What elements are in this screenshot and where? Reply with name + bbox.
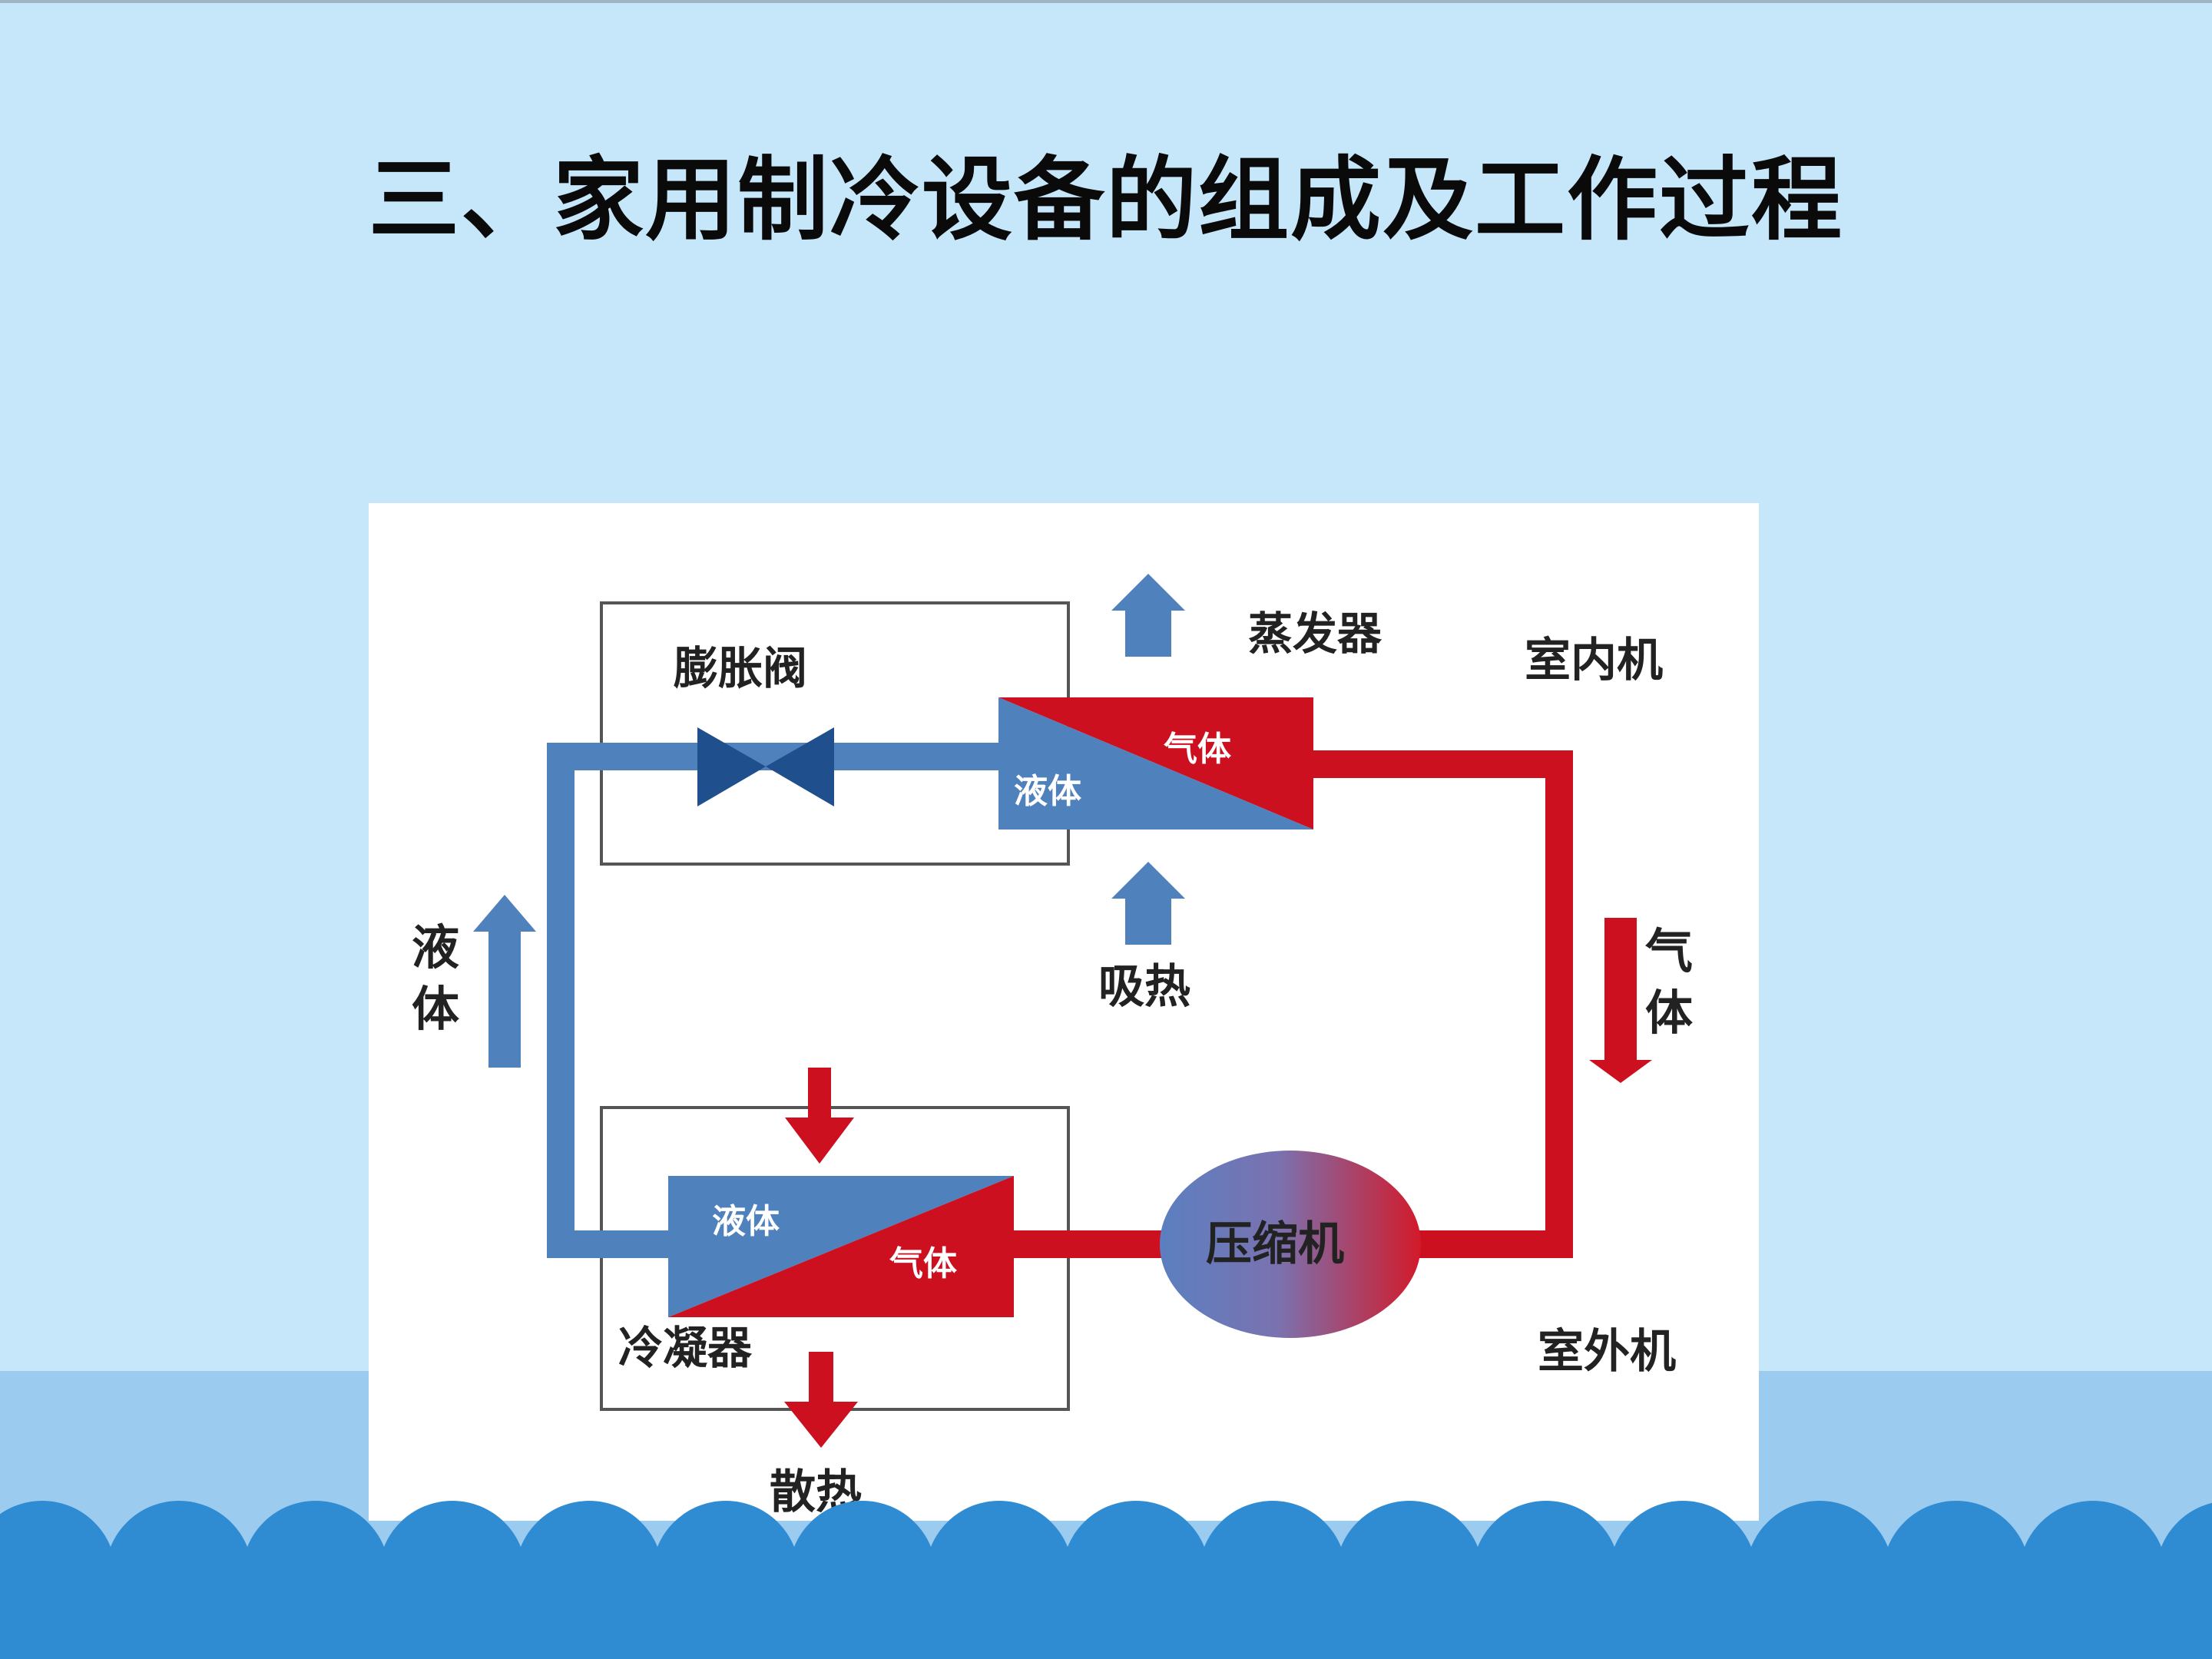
- expansion-valve-label: 膨胀阀: [674, 642, 807, 694]
- liquid-up-arrow-icon: [473, 895, 536, 1068]
- left-flow-char-2: 体: [412, 981, 459, 1037]
- condenser-label: 冷凝器: [618, 1322, 753, 1374]
- condenser-block: [668, 1176, 1014, 1317]
- gas-pipe: [1306, 750, 1573, 1258]
- evaporator-label: 蒸发器: [1248, 608, 1382, 660]
- condenser-in-arrow-icon: [785, 1068, 854, 1164]
- left-flow-char-1: 液: [412, 919, 459, 975]
- condenser-gas-label: 气体: [889, 1244, 957, 1283]
- absorb-heat-label: 吸热: [1098, 960, 1190, 1014]
- evaporator-out-arrow-icon: [1111, 574, 1185, 657]
- right-flow-char-1: 气: [1645, 923, 1693, 979]
- wave-base: [0, 1575, 2212, 1659]
- compressor-label: 压缩机: [1206, 1217, 1344, 1271]
- evaporator-block: [998, 697, 1313, 830]
- indoor-unit-label: 室内机: [1525, 634, 1663, 687]
- evaporator-liquid-label: 液体: [1014, 772, 1081, 811]
- decorative-waves: [0, 1501, 2212, 1659]
- absorb-heat-arrow-icon: [1111, 862, 1185, 945]
- release-heat-arrow-icon: [784, 1352, 858, 1448]
- right-flow-char-2: 体: [1645, 985, 1693, 1041]
- evaporator-gas-label: 气体: [1164, 730, 1231, 769]
- top-border: [0, 0, 2212, 3]
- expansion-valve-icon: [697, 727, 834, 806]
- gas-down-arrow-icon: [1589, 918, 1652, 1083]
- compressor-icon: [1160, 1151, 1421, 1338]
- refrigeration-diagram: 膨胀阀 蒸发器 室内机 气体 液体 吸热 液 体 气 体 液体 气体 压缩机 冷…: [369, 503, 1759, 1521]
- indoor-unit-box: [600, 601, 1070, 866]
- liquid-pipe: [547, 743, 998, 1258]
- outdoor-unit-label: 室外机: [1538, 1325, 1676, 1379]
- condenser-liquid-label: 液体: [712, 1202, 780, 1241]
- slide-title: 三、家用制冷设备的组成及工作过程: [368, 146, 1843, 253]
